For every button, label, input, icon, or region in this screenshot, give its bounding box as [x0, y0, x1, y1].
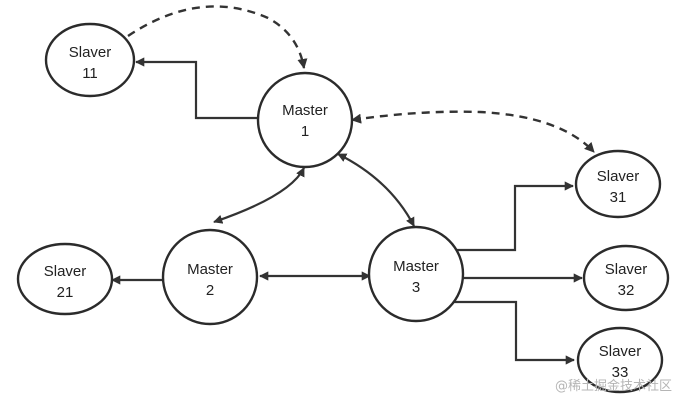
edges — [111, 5, 595, 365]
node-slaver-33: Slaver 33 — [576, 326, 664, 394]
edge-master3-slaver33 — [454, 300, 575, 365]
slaver-21-ellipse — [16, 242, 114, 316]
slaver-11-label-line2: 11 — [82, 65, 98, 82]
slaver-33-label-line1: Slaver — [599, 343, 642, 360]
edge-master3-slaver31 — [454, 181, 574, 252]
master-3-circle — [367, 225, 465, 323]
slaver-31-label-line2: 31 — [610, 189, 627, 206]
slaver-32-label-line1: Slaver — [605, 261, 648, 278]
edge-master1-master3 — [337, 153, 415, 227]
master-2-label-line2: 2 — [206, 282, 214, 299]
master-1-label-line1: Master — [282, 102, 328, 119]
slaver-33-ellipse — [576, 326, 664, 394]
node-slaver-21: Slaver 21 — [16, 242, 114, 316]
slaver-33-label-line2: 33 — [612, 364, 629, 381]
master-1-label-line2: 1 — [301, 123, 309, 140]
slaver-11-label-line1: Slaver — [69, 44, 112, 61]
edge-master1-master2 — [213, 167, 305, 224]
slaver-11-ellipse — [44, 22, 136, 98]
watermark: @稀土掘金技术社区 — [555, 378, 672, 394]
master-3-label-line2: 3 — [412, 279, 420, 296]
edge-slaver11-master1-dashed — [127, 5, 308, 69]
node-master-1: Master 1 — [256, 71, 354, 169]
node-slaver-32: Slaver 32 — [582, 244, 670, 312]
slaver-32-label-line2: 32 — [618, 282, 635, 299]
slaver-31-ellipse — [574, 149, 662, 219]
master-2-circle — [161, 228, 259, 326]
master-1-circle — [256, 71, 354, 169]
slaver-31-label-line1: Slaver — [597, 168, 640, 185]
node-master-3: Master 3 — [367, 225, 465, 323]
slaver-32-ellipse — [582, 244, 670, 312]
node-slaver-31: Slaver 31 — [574, 149, 662, 219]
node-slaver-11: Slaver 11 — [44, 22, 136, 98]
edge-master1-slaver31-dashed — [351, 110, 595, 153]
master-3-label-line1: Master — [393, 258, 439, 275]
node-master-2: Master 2 — [161, 228, 259, 326]
edge-master1-slaver11 — [135, 57, 258, 120]
master-2-label-line1: Master — [187, 261, 233, 278]
slaver-21-label-line1: Slaver — [44, 263, 87, 280]
slaver-21-label-line2: 21 — [57, 284, 74, 301]
